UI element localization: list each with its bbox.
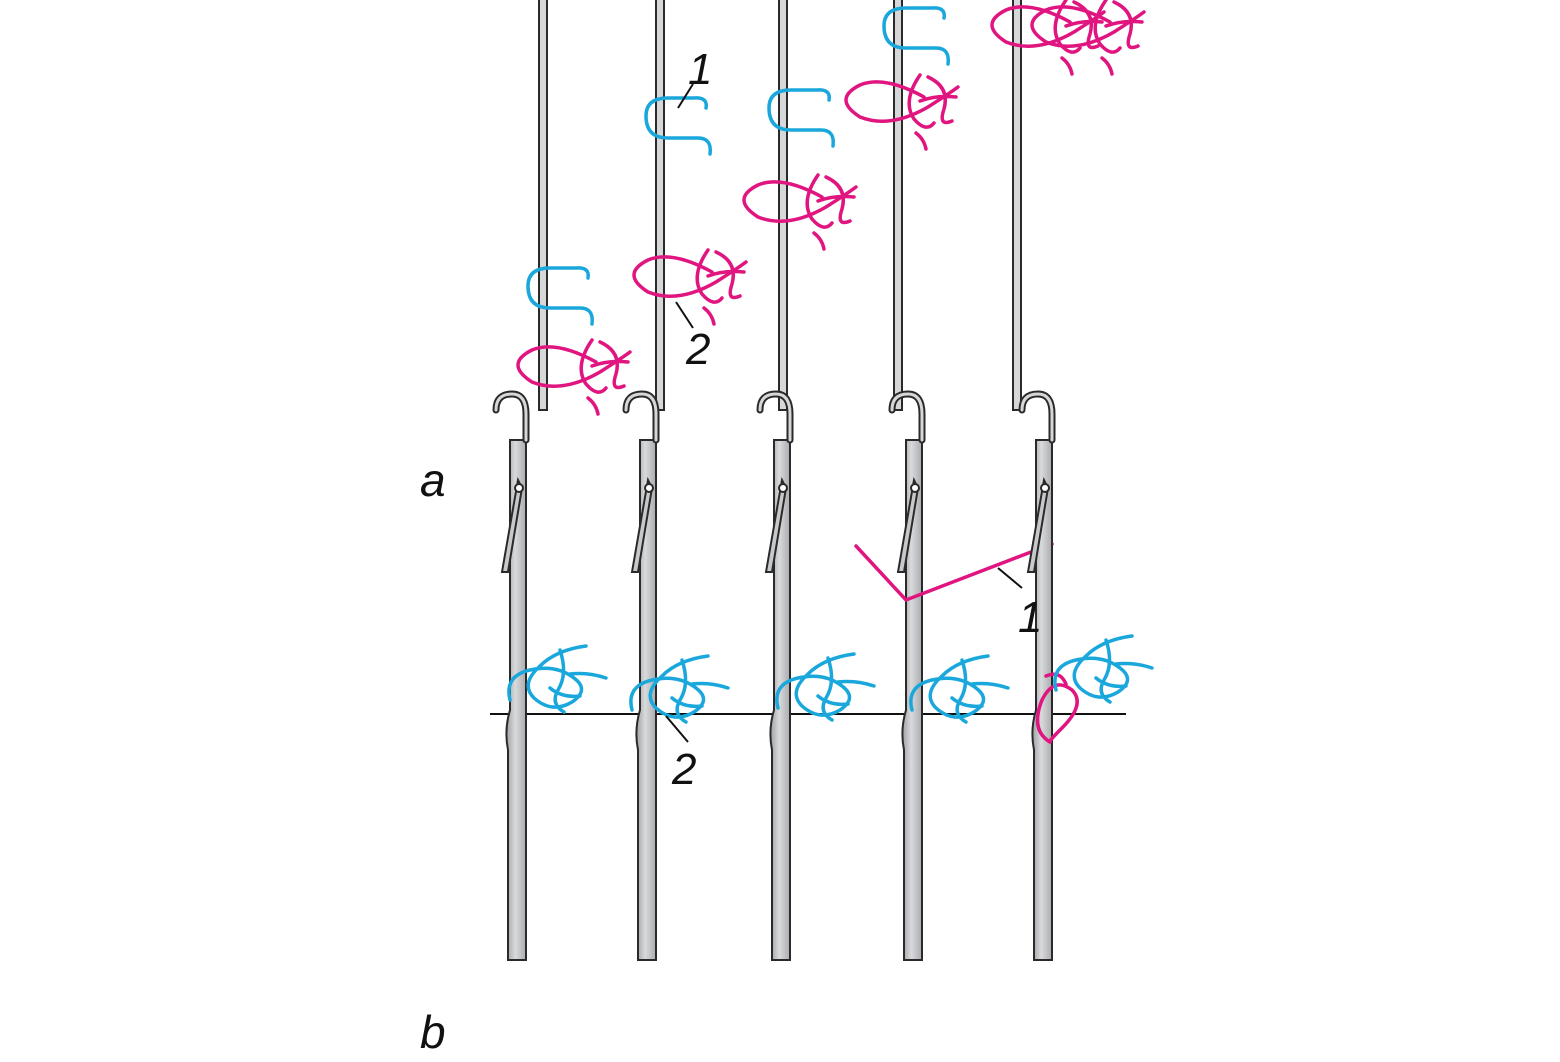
old-loop-a1 — [516, 338, 632, 416]
bearded-needle-a2 — [614, 0, 664, 410]
yarn-loop-b3 — [775, 652, 876, 722]
callout-leader-1-a — [677, 83, 694, 109]
new-loop-b5 — [1035, 672, 1079, 744]
callout-1-b: 1 — [1018, 593, 1042, 642]
new-yarn-a1 — [526, 266, 594, 326]
panel-b: 1 2 b — [420, 394, 1404, 1058]
yarn-loop-b5 — [1053, 634, 1154, 704]
callout-1-a: 1 — [688, 45, 712, 94]
bearded-needle-a5 — [971, 0, 1021, 410]
yarn-loop-b4 — [909, 654, 1010, 724]
callout-leader-1-b — [997, 567, 1023, 589]
panel-label-b: b — [420, 1006, 446, 1058]
old-loop-a3 — [742, 173, 858, 251]
old-loop-a2 — [632, 248, 748, 326]
new-yarn-feed-b4 — [854, 542, 1054, 603]
bearded-needle-a4 — [852, 0, 902, 410]
callout-leader-2-b — [665, 715, 689, 743]
callout-leader-2-a — [675, 301, 694, 329]
panel-label-a: a — [420, 454, 446, 506]
panel-a: 1 2 a — [420, 0, 1146, 506]
callout-2-b: 2 — [671, 745, 696, 794]
latch-needle-b5 — [1022, 394, 1404, 960]
callout-2-a: 2 — [685, 325, 710, 374]
